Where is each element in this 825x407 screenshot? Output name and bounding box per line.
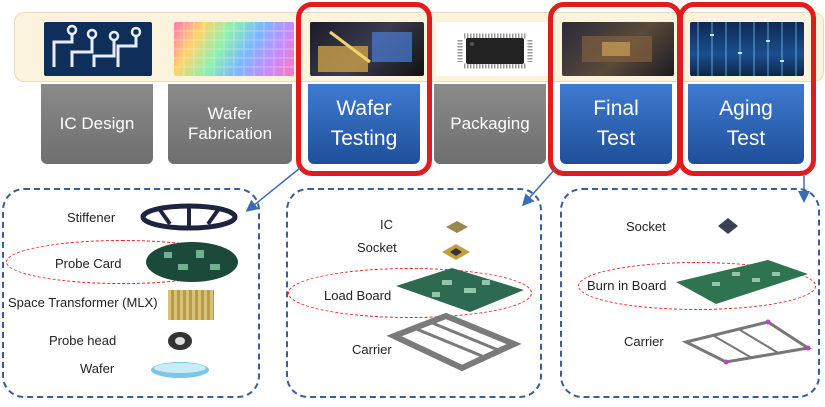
panel-wafer-testing	[2, 188, 260, 398]
label-wafer: Wafer	[80, 361, 115, 376]
wafer-image	[151, 362, 209, 378]
label-probe-head: Probe head	[49, 333, 117, 348]
stage-wafer-testing: Wafer Testing	[308, 84, 420, 164]
label-load-board: Load Board	[324, 288, 392, 303]
stage-aging-test: Aging Test	[688, 84, 804, 164]
burn-in-socket-image	[718, 218, 738, 234]
silicon-wafer-image	[174, 22, 294, 76]
label-carrier: Carrier	[352, 342, 392, 357]
label-socket-aging: Socket	[626, 219, 666, 234]
label-stiffener: Stiffener	[67, 210, 116, 225]
label-ic: IC	[380, 217, 393, 232]
probe-station-image	[310, 22, 424, 76]
label-space-transformer: Space Transformer (MLX)	[8, 295, 158, 310]
ic-image	[446, 221, 468, 233]
space-transformer-image	[168, 290, 214, 320]
panel-final-test	[286, 188, 542, 398]
panel-aging-test	[560, 188, 820, 398]
label-socket: Socket	[357, 240, 397, 255]
highlight-frame-wafer-testing	[296, 2, 432, 176]
stiffener-image	[140, 203, 238, 231]
qfp-chip-image	[436, 22, 554, 76]
label-carrier-aging: Carrier	[624, 334, 664, 349]
probe-card-image	[146, 242, 238, 282]
label-probe-card: Probe Card	[55, 256, 122, 271]
stage-wafer-fabrication: Wafer Fabrication	[168, 84, 292, 164]
probe-head-image	[168, 332, 192, 350]
carrier-image-aging	[681, 319, 813, 365]
burn-in-board-emphasis-ellipse	[578, 262, 816, 310]
blue-data-image	[690, 22, 804, 76]
load-board-image	[396, 268, 524, 312]
label-burn-in-board: Burn in Board	[587, 278, 667, 293]
stage-final-test: Final Test	[560, 84, 672, 164]
stage-packaging: Packaging	[434, 84, 546, 164]
burn-in-board-image	[676, 260, 808, 304]
circuit-traces-image	[44, 22, 152, 76]
stage-ic-design: IC Design	[41, 84, 153, 164]
highlight-frame-aging-test	[678, 2, 816, 176]
test-handler-image	[562, 22, 674, 76]
load-board-emphasis-ellipse	[288, 268, 532, 318]
socket-image	[442, 244, 470, 260]
carrier-image-final	[386, 312, 522, 372]
